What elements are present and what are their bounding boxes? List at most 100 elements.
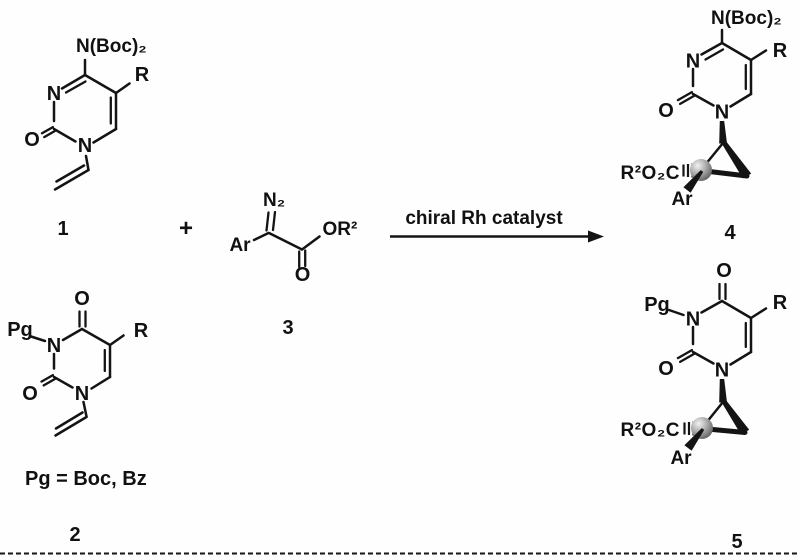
wedge-bond-to-ar <box>683 170 704 193</box>
pyrimidinone-ring-bonds <box>52 73 118 144</box>
r-bond <box>749 307 768 320</box>
ester-label: R²O₂C <box>621 420 681 441</box>
carbonyl-group <box>676 90 696 106</box>
oxygen-label: O <box>22 383 38 405</box>
reaction-conditions-label: chiral Rh catalyst <box>405 208 563 229</box>
ar-label: Ar <box>229 235 251 256</box>
carbonyl-double-bond <box>676 90 694 102</box>
ring-n1-label: N <box>715 360 729 382</box>
cyclopropane-unit <box>683 379 750 451</box>
vinyl-group <box>53 154 90 191</box>
vinyl-group <box>54 400 88 437</box>
carbonyl-groups <box>40 310 87 387</box>
r-group-label: R <box>135 64 150 86</box>
cyclopropane-unit <box>682 121 752 193</box>
bond <box>720 41 753 62</box>
carbonyl-double-bond <box>676 348 694 360</box>
ring-n1-label: N <box>75 383 89 405</box>
compound-2-structure: Pg O N N O R Pg = Boc, Bz 2 <box>7 288 149 546</box>
ring-n3-label: N <box>686 51 700 73</box>
compound-5-number: 5 <box>731 531 742 553</box>
compound-1-structure: N(Boc)₂ N N O R 1 <box>24 36 150 240</box>
arrow-head <box>588 230 604 243</box>
double-bond-inner <box>64 80 87 94</box>
uracil-ring-bonds <box>691 299 753 366</box>
oxygen-label: O <box>24 129 40 151</box>
bond <box>729 92 753 108</box>
r-group-label: R <box>134 320 149 342</box>
compound-2-number: 2 <box>69 524 80 546</box>
r-group-label: R <box>773 40 788 62</box>
r-bond <box>114 82 131 95</box>
reaction-arrow: chiral Rh catalyst <box>390 208 604 243</box>
bond <box>700 299 724 314</box>
pyrimidinone-ring-bonds <box>691 41 753 108</box>
compound-5-structure: Pg O N N O R R²O₂C Ar 5 <box>621 260 788 553</box>
bond <box>720 299 753 320</box>
amine-label: N(Boc)₂ <box>711 8 782 29</box>
bond <box>691 350 715 365</box>
diazo-double-bond <box>265 211 270 232</box>
amine-label: N(Boc)₂ <box>76 36 147 57</box>
ring-n3-label: N <box>47 335 61 357</box>
ring-n3-label: N <box>47 83 61 105</box>
bond <box>83 73 118 95</box>
bond <box>729 350 753 366</box>
wedge-bond-to-n1 <box>719 379 727 403</box>
bond <box>52 375 74 389</box>
bond <box>82 400 88 418</box>
carbonyl-double-bond <box>42 377 57 387</box>
oxygen-label: O <box>658 358 674 380</box>
uracil-ring-bonds <box>52 327 112 390</box>
bond <box>60 73 87 90</box>
pg-label: Pg <box>7 319 33 341</box>
pg-bond <box>667 308 685 317</box>
oxygen-label: O <box>658 100 674 122</box>
ring-n1-label: N <box>78 135 92 157</box>
ring-n1-label: N <box>715 102 729 124</box>
double-bond-inner <box>704 48 725 61</box>
bond <box>700 41 724 56</box>
carbonyl-groups <box>676 282 727 364</box>
diazo-label: N₂ <box>263 190 285 211</box>
r-bond <box>749 49 768 62</box>
bond <box>84 154 90 172</box>
oxygen-label: O <box>716 260 732 282</box>
carbonyl-double-bond <box>678 94 696 106</box>
bond <box>52 127 77 143</box>
diazo-double-bond <box>271 210 277 232</box>
compound-4-structure: N(Boc)₂ N N O R R²O₂C Ar 4 <box>621 8 788 244</box>
bond <box>80 327 112 347</box>
carbonyl-double-bond <box>43 129 57 139</box>
ar-label: Ar <box>670 448 692 469</box>
pg-bond <box>29 335 47 343</box>
bond <box>92 127 118 144</box>
compound-1-number: 1 <box>57 218 68 240</box>
vinyl-double-bond <box>54 411 84 430</box>
r-bond <box>108 334 125 347</box>
bond <box>61 327 84 342</box>
ar-label: Ar <box>671 189 693 210</box>
bond <box>267 231 304 251</box>
vinyl-double-bond <box>53 168 90 191</box>
ester-bond <box>300 235 321 251</box>
compound-4-number: 4 <box>724 222 736 244</box>
vinyl-double-bond <box>54 415 88 437</box>
bond <box>90 375 112 390</box>
pg-definition: Pg = Boc, Bz <box>25 468 147 490</box>
oxygen-label: O <box>295 264 311 286</box>
bond <box>691 92 715 107</box>
ring-n3-label: N <box>686 309 700 331</box>
cyclopropane-wedge-bond <box>720 399 750 435</box>
cyclopropane-wedge-bond <box>720 140 752 179</box>
carbonyl-double-bond <box>678 352 696 364</box>
carbonyl-double-bond <box>40 125 55 135</box>
wedge-bond-to-n1 <box>719 121 727 144</box>
ester-label: R²O₂C <box>621 163 681 184</box>
oxygen-label: O <box>74 288 90 310</box>
vinyl-double-bond <box>55 164 86 183</box>
compound-3-number: 3 <box>282 317 293 339</box>
r-group-label: R <box>773 292 788 314</box>
